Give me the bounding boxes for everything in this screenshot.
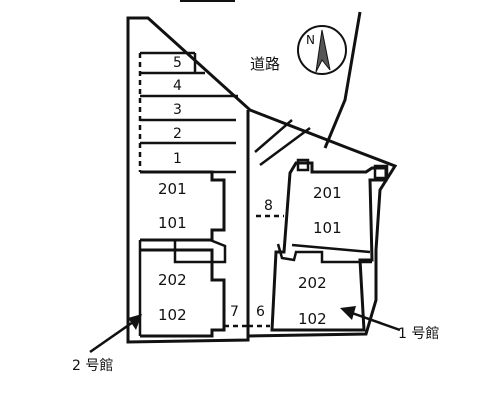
road-side-line-1	[254, 119, 293, 153]
road-side-line-2	[259, 126, 311, 167]
building-1-label: 1 号館	[398, 325, 439, 342]
parking-label-1: 1	[173, 151, 182, 167]
parking-labels: 5 4 3 2 1 8 7 6	[173, 55, 273, 320]
parking-label-3: 3	[173, 102, 182, 118]
b1-unit-102: 102	[298, 310, 327, 328]
b1-unit-201: 201	[313, 184, 342, 202]
parking-label-4: 4	[173, 78, 182, 94]
parking-label-6: 6	[256, 304, 265, 320]
parking-lines	[138, 51, 238, 174]
site-boundary	[126, 16, 398, 344]
building-2-pointer: 2 号館	[72, 314, 142, 374]
b2-unit-101: 101	[158, 214, 187, 232]
building-2-label: 2 号館	[72, 357, 113, 374]
compass-letter: N	[306, 33, 315, 47]
road-label: 道路	[250, 55, 280, 73]
building-1-outline	[270, 158, 389, 332]
b2-unit-201: 201	[158, 180, 187, 198]
north-arrow-icon	[315, 29, 331, 73]
parking-label-8: 8	[264, 198, 273, 214]
building-2-units: 201 101 202 102	[158, 180, 187, 324]
building-1-units: 201 101 202 102	[298, 184, 342, 328]
b1-unit-202: 202	[298, 274, 327, 292]
parking-label-2: 2	[173, 126, 182, 142]
parking-label-5: 5	[173, 55, 182, 71]
building-2-outline	[138, 170, 227, 338]
building-1-pointer: 1 号館	[340, 306, 439, 342]
b2-unit-202: 202	[158, 271, 187, 289]
b1-unit-101: 101	[313, 219, 342, 237]
road-edge	[323, 11, 362, 149]
arrow-icon	[128, 314, 142, 330]
b2-unit-102: 102	[158, 306, 187, 324]
parking-label-7: 7	[230, 304, 239, 320]
compass: N	[297, 25, 347, 75]
arrow-icon	[340, 306, 356, 320]
